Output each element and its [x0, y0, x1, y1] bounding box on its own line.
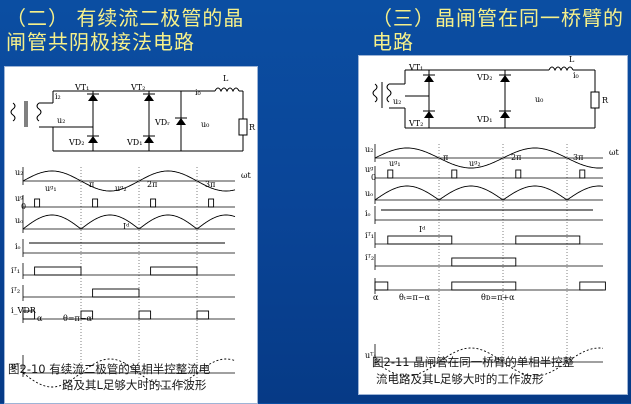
label-uo: u₀ [201, 120, 209, 129]
left-circuit-diagram: VT₁ VT₂ VD₂ VD₁ VDᵣ i₂ u₂ i₀ u₀ L R [10, 74, 256, 152]
left-caption-line1: 图2-10 有续流二极管的单相半控整流电 [8, 362, 211, 376]
r-label-vd2: VD₂ [476, 73, 492, 82]
r-label-io: i₀ [573, 71, 579, 80]
wl-pulse-1-2 [150, 198, 157, 208]
wl-2pi-label: 2π [147, 180, 157, 189]
wl-it2-label: iᵀ₂ [11, 286, 20, 295]
wr-u2-label: u₂ [365, 145, 373, 154]
wr-block-6-0 [374, 281, 389, 291]
wr-block-6-2 [579, 281, 606, 291]
wl-block-6-3 [196, 310, 210, 320]
wl-ug1-label: uᵍ₁ [45, 184, 57, 193]
wr-pulse-1-1 [451, 169, 458, 179]
label-vd2: VD₂ [68, 138, 84, 147]
wr-zero-label: 0 [371, 173, 376, 182]
wl-pi-label: π [89, 180, 94, 189]
wl-ug-label: uᵍ [15, 194, 24, 203]
wr-theta1-label: θₜ=π−α [399, 293, 430, 302]
label-io: i₀ [195, 88, 201, 97]
wl-alpha-label: α [37, 314, 43, 323]
wr-trace-0 [374, 147, 604, 169]
wl-pulse-1-3 [208, 198, 215, 208]
wr-block-4-1 [515, 235, 581, 245]
right-caption-line1: 图2-11 晶闸管在同一桥臂的单相半控整 [372, 355, 575, 369]
r-label-vd1: VD₁ [476, 115, 492, 124]
wr-ug2-label: uᵍ₂ [469, 159, 481, 168]
wr-ud-label: uₒ [365, 189, 373, 198]
wl-block-6-2 [138, 310, 152, 320]
wl-theta-label: θ=π−α [63, 314, 92, 323]
wr-alpha-label: α [373, 293, 379, 302]
wr-2pi-label: 2π [511, 153, 521, 162]
wr-it1-label: iᵀ₁ [365, 231, 374, 240]
wr-Id-label: Iᵈ [419, 225, 426, 234]
r-label-l: L [569, 56, 575, 64]
wl-zero-label: 0 [21, 202, 26, 211]
label-vt2: VT₂ [130, 83, 145, 92]
wr-ug1-label: uᵍ₁ [389, 159, 401, 168]
wr-pulse-1-3 [579, 169, 586, 179]
wl-trace-7 [22, 358, 236, 388]
wr-it2-label: iᵀ₂ [365, 253, 374, 262]
r-label-u2: u₂ [393, 97, 401, 106]
wl-id-label: iₒ [15, 242, 21, 251]
wl-block-4-1 [150, 266, 198, 276]
label-u2: u₂ [57, 116, 65, 125]
wl-block-5-0 [92, 288, 140, 298]
wl-u2-label: u₂ [15, 168, 23, 177]
right-caption-line2: 流电路及其L足够大时的工作波形 [376, 372, 544, 386]
label-r: R [249, 123, 256, 132]
wl-ud-label: uₒ [15, 216, 23, 225]
wr-3pi-label: 3π [573, 153, 583, 162]
wr-pulse-1-2 [515, 169, 522, 179]
wl-pulse-1-1 [92, 198, 99, 208]
label-l: L [223, 74, 229, 83]
right-figure-panel: VT₁ VT₂ VD₂ VD₁ u₂ i₀ u₀ L R u₂ uᵍ uₒ iₒ… [358, 55, 628, 395]
wl-pulse-1-0 [34, 198, 41, 208]
right-waveforms: u₂ uᵍ uₒ iₒ iᵀ₁ iᵀ₂ uᵀ₁ uᵍ₁ uᵍ₂ π 2π 3π … [365, 144, 620, 377]
wr-id-label: iₒ [365, 209, 371, 218]
wr-pulse-1-0 [387, 169, 394, 179]
r-label-r: R [602, 96, 609, 105]
left-figure-panel: VT₁ VT₂ VD₂ VD₁ VDᵣ i₂ u₂ i₀ u₀ L R u₂ u… [4, 66, 258, 404]
r-label-vt1: VT₁ [408, 63, 423, 72]
wl-ut1-label: uᵀ₁ [11, 362, 23, 371]
right-circuit-diagram: VT₁ VT₂ VD₂ VD₁ u₂ i₀ u₀ L R [372, 56, 609, 129]
left-caption-line2: 路及其L足够大时的工作波形 [62, 378, 207, 392]
wl-3pi-label: 3π [205, 180, 215, 189]
wr-block-5-0 [451, 257, 517, 267]
r-label-uo: u₀ [535, 95, 543, 104]
left-waveforms: u₂ uᵍ uₒ iₒ iᵀ₁ iᵀ₂ i_VDR uᵀ₁ uᵍ₁ uᵍ₂ π … [11, 167, 252, 388]
wl-wt-label: ωt [241, 171, 252, 180]
wl-it1-label: iᵀ₁ [11, 266, 20, 275]
wr-ug-label: uᵍ [365, 165, 374, 174]
wl-idr-label: i_VDR [11, 306, 37, 315]
wr-wt-label: ωt [609, 148, 620, 157]
wr-trace-2 [374, 185, 604, 201]
label-vdr: VDᵣ [154, 118, 170, 127]
left-title-line1: （二） 有续流二极管的晶 [6, 6, 245, 30]
wr-theta2-label: θᴅ=π+α [481, 293, 515, 302]
wl-block-4-0 [34, 266, 82, 276]
label-i2: i₂ [55, 92, 61, 101]
wr-trace-7 [374, 347, 604, 377]
wr-block-4-0 [387, 235, 453, 245]
wr-pi-label: π [443, 153, 448, 162]
wl-trace-2 [22, 214, 236, 230]
wl-block-6-0 [22, 310, 36, 320]
wl-Id-label: Iᵈ [123, 222, 130, 231]
wl-trace-0 [22, 170, 236, 192]
right-title-line1: （三）晶闸管在同一桥臂的 [372, 6, 624, 30]
r-label-vt2: VT₂ [408, 119, 423, 128]
right-title-line2: 电路 [372, 30, 414, 54]
label-vd1: VD₁ [126, 138, 142, 147]
left-title-line2: 闸管共阴极接法电路 [6, 30, 195, 54]
wr-block-6-1 [451, 281, 517, 291]
wl-ug2-label: uᵍ₂ [115, 184, 127, 193]
label-vt1: VT₁ [74, 83, 89, 92]
wr-ut1-label: uᵀ₁ [365, 351, 377, 360]
